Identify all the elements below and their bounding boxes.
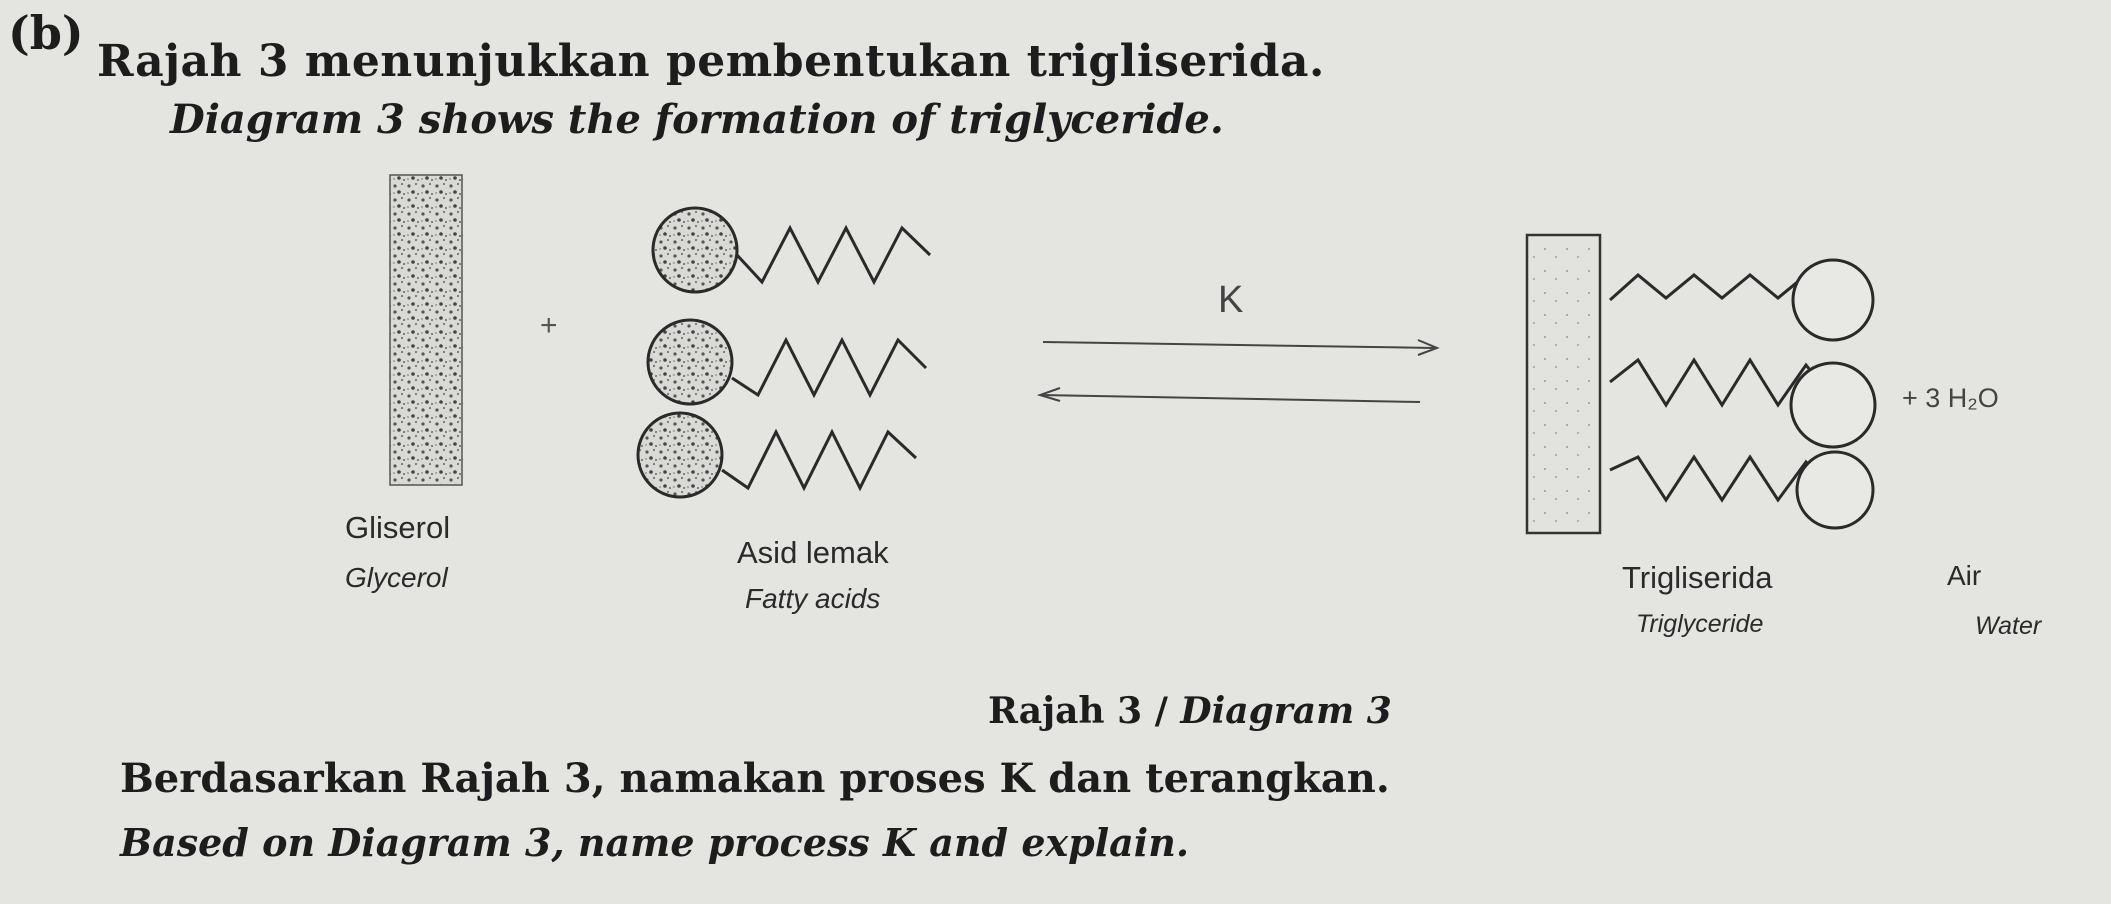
question-intro-english: Diagram 3 shows the formation of triglyc… (170, 96, 1224, 143)
plus-sign: + (540, 309, 558, 342)
triglyceride-chain-3 (1609, 450, 1875, 530)
triglyceride-label-english: Triglyceride (1636, 610, 1764, 638)
diagram-caption: Rajah 3 / Diagram 3 (988, 690, 1392, 732)
triglyceride-chain-2 (1609, 357, 1877, 449)
water-label-english: Water (1975, 612, 2042, 640)
question-label: (b) (8, 6, 84, 60)
question-prompt-malay: Berdasarkan Rajah 3, namakan proses K da… (120, 755, 1390, 802)
caption-malay: Rajah 3 / (988, 690, 1168, 732)
glycerol-block (389, 174, 463, 486)
triglyceride-chain-1 (1609, 258, 1875, 342)
fatty-acid-3 (636, 411, 918, 499)
fatty-acids-label-english: Fatty acids (745, 583, 881, 614)
triglyceride-glycerol-block (1525, 233, 1602, 535)
reverse-arrow (1036, 387, 1421, 403)
triglyceride-label-malay: Trigliserida (1622, 560, 1773, 595)
fatty-acids-label-malay: Asid lemak (737, 535, 889, 570)
caption-english: Diagram 3 (1180, 690, 1392, 732)
forward-arrow (1042, 339, 1440, 356)
glycerol-label-english: Glycerol (345, 562, 448, 593)
fatty-acid-1 (651, 206, 932, 294)
fatty-acid-2 (646, 318, 928, 406)
process-k-label: K (1218, 279, 1243, 321)
water-label-malay: Air (1947, 560, 1982, 591)
water-formula: + 3 H₂O (1902, 383, 1999, 413)
question-intro-malay: Rajah 3 menunjukkan pembentukan triglise… (97, 36, 1325, 87)
glycerol-label-malay: Gliserol (345, 510, 451, 545)
question-prompt-english: Based on Diagram 3, name process K and e… (120, 820, 1190, 865)
